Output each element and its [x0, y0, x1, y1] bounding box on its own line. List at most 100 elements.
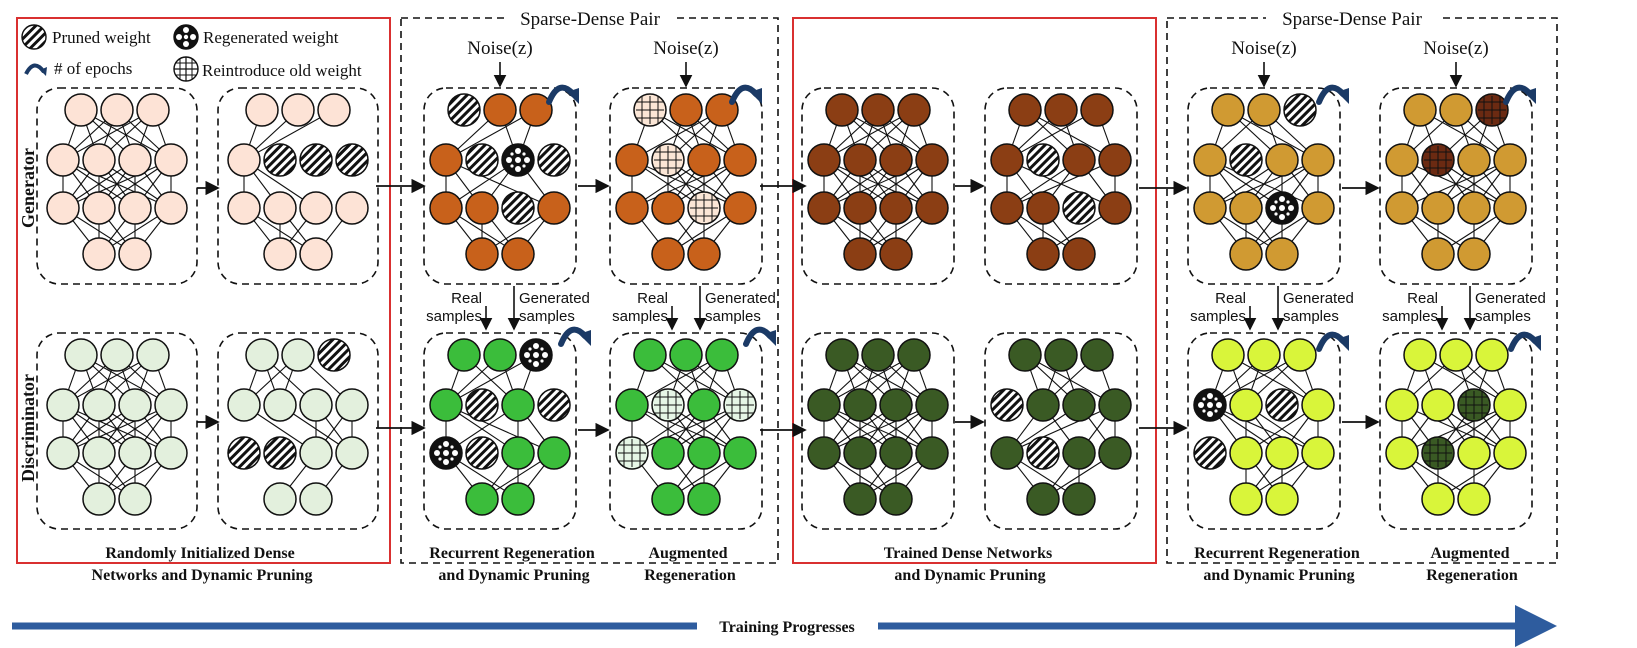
- gen-node: [118, 237, 152, 271]
- epoch-icon: [1316, 84, 1349, 105]
- disc-node: [1062, 436, 1096, 470]
- gen-node: [1026, 237, 1060, 271]
- gen-node: [537, 191, 571, 225]
- disc-regenerated-node: [1193, 388, 1227, 422]
- gen-reintroduced-node: [633, 93, 667, 127]
- gen-pruned-node: [263, 143, 297, 177]
- disc-node: [897, 338, 931, 372]
- disc-node: [825, 338, 859, 372]
- gen-node: [1229, 191, 1263, 225]
- gen-node: [118, 191, 152, 225]
- gen-node: [1265, 143, 1299, 177]
- gen-node: [483, 93, 517, 127]
- disc-node: [990, 436, 1024, 470]
- gen-node: [429, 191, 463, 225]
- disc-node: [537, 436, 571, 470]
- gen-pruned-node: [465, 143, 499, 177]
- disc-node: [1421, 482, 1455, 516]
- gen-pruned-node: [1026, 143, 1060, 177]
- gen-network-box-5: [801, 87, 955, 285]
- noise-label: Noise(z): [653, 38, 718, 59]
- disc-node: [843, 388, 877, 422]
- disc-node: [1301, 436, 1335, 470]
- disc-node: [299, 436, 333, 470]
- gen-node: [501, 237, 535, 271]
- disc-node: [861, 338, 895, 372]
- gen-node: [615, 143, 649, 177]
- disc-pruned-node: [1026, 436, 1060, 470]
- disc-reintroduced-node: [723, 388, 757, 422]
- disc-edge: [631, 354, 723, 406]
- disc-node: [651, 482, 685, 516]
- gen-node: [990, 143, 1024, 177]
- gen-node: [46, 191, 80, 225]
- epoch-icons: [546, 84, 1541, 352]
- gen-node: [915, 191, 949, 225]
- gen-edge: [445, 109, 537, 161]
- disc-node: [843, 436, 877, 470]
- disc-node: [136, 338, 170, 372]
- disc-pruned-node: [465, 436, 499, 470]
- gen-node: [1457, 143, 1491, 177]
- disc-reintroduced-node: [615, 436, 649, 470]
- disc-pruned-node: [1265, 388, 1299, 422]
- gen-node: [1062, 237, 1096, 271]
- legend-pruned: Pruned weight: [52, 28, 151, 47]
- disc-node: [118, 482, 152, 516]
- disc-reintroduced-node: [1457, 388, 1491, 422]
- gen-node: [136, 93, 170, 127]
- discriminator-row-label: Discriminator: [18, 374, 38, 482]
- disc-network-box-4: [609, 332, 763, 530]
- disc-node: [1229, 436, 1263, 470]
- disc-node: [154, 436, 188, 470]
- pruned-legend-icon: [21, 24, 47, 50]
- disc-node: [1026, 388, 1060, 422]
- disc-pruned-node: [990, 388, 1024, 422]
- disc-node: [118, 436, 152, 470]
- gen-node: [879, 143, 913, 177]
- gen-node: [1457, 191, 1491, 225]
- stage4-red-frame: [792, 17, 1157, 564]
- disc-node: [633, 338, 667, 372]
- gen-reintroduced-node: [1475, 93, 1509, 127]
- gen-node: [669, 93, 703, 127]
- gen-node: [825, 93, 859, 127]
- gen-node: [879, 191, 913, 225]
- disc-network-box-8: [1379, 332, 1533, 530]
- disc-node: [154, 388, 188, 422]
- disc-node: [1421, 388, 1455, 422]
- gen-node: [263, 191, 297, 225]
- gen-node: [154, 191, 188, 225]
- gen-node: [1403, 93, 1437, 127]
- gen-edge: [823, 109, 915, 161]
- progress-label: Training Progresses: [719, 619, 855, 636]
- disc-network-box-3: [423, 332, 577, 530]
- network-nodes: [46, 93, 1527, 516]
- gen-node: [245, 93, 279, 127]
- gen-node: [861, 93, 895, 127]
- stage1-red-frame: [16, 17, 391, 564]
- gen-node: [915, 143, 949, 177]
- gen-edge: [62, 109, 154, 161]
- noise-label: Noise(z): [467, 38, 532, 59]
- epoch-icon: [546, 84, 579, 105]
- disc-node: [483, 338, 517, 372]
- disc-pruned-node: [317, 338, 351, 372]
- gen-node: [1301, 143, 1335, 177]
- gen-node: [807, 143, 841, 177]
- epoch-icon: [743, 326, 776, 347]
- gen-edge: [631, 159, 741, 209]
- legend-epochs: # of epochs: [54, 59, 132, 78]
- disc-node: [1283, 338, 1317, 372]
- disc-node: [879, 436, 913, 470]
- disc-node: [82, 388, 116, 422]
- disc-node: [46, 436, 80, 470]
- disc-node: [1098, 436, 1132, 470]
- regenerated-legend-icon: [173, 24, 199, 50]
- disc-network-box-6: [984, 332, 1138, 530]
- gen-node: [281, 93, 315, 127]
